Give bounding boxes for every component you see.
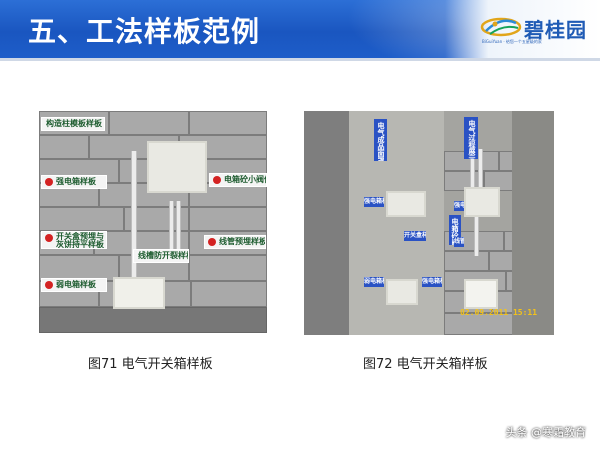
- sample-label: 开关盒样板: [404, 231, 426, 241]
- sample-label: 弱电箱样板: [364, 277, 384, 287]
- header-divider: [0, 58, 600, 61]
- sample-label: 强电箱样板: [364, 197, 384, 207]
- logo-tagline: BiGuiYuan · 给您一个五星级的家: [482, 39, 542, 44]
- sample-label: 强电箱样板: [454, 201, 464, 211]
- area-label: 电气成品面罩示区: [374, 119, 387, 161]
- figure-caption-71: 图71 电气开关箱样板: [88, 357, 213, 372]
- logo-panel: [445, 0, 600, 58]
- photo-electrical-box-sample-2: 电气成品面罩示区 电气过程展示区 强电箱样板 电箱砼阀样板 开关盒样板 强电箱样…: [304, 111, 554, 335]
- logo-wordmark: 碧桂园: [524, 18, 587, 42]
- figure-caption-72: 图72 电气开关箱样板: [363, 357, 488, 372]
- sign-label: 弱电箱样板: [41, 278, 107, 292]
- sign-label: 构造柱模板样板: [41, 117, 105, 131]
- sign-label: 强电箱样板: [41, 175, 107, 189]
- sign-label: 电箱砼小阀件样板: [209, 173, 267, 187]
- company-logo: 碧桂园 BiGuiYuan · 给您一个五星级的家: [480, 12, 590, 46]
- logo-emblem-icon: [480, 17, 522, 37]
- sign-label: 开关盒预埋与灰饼持平样板: [41, 231, 107, 249]
- sample-label: 线管样板: [454, 237, 464, 247]
- sign-label: 线槽防开裂样板: [133, 249, 189, 263]
- watermark: 头条 @寒霜教育: [505, 426, 587, 439]
- photo-electrical-box-sample-1: 构造柱模板样板 强电箱样板 电箱砼小阀件样板 开关盒预埋与灰饼持平样板 线槽防开…: [39, 111, 267, 333]
- sign-label: 线管预埋样板: [204, 235, 266, 249]
- photo-timestamp: 02.09.2011 15:11: [460, 308, 538, 317]
- slide-title: 五、工法样板范例: [28, 15, 261, 48]
- sample-label: 强电箱样板: [422, 277, 442, 287]
- area-label: 电气过程展示区: [464, 117, 478, 159]
